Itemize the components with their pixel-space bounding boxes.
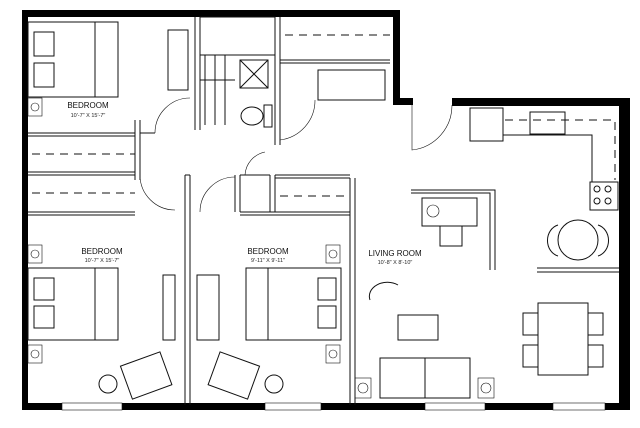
lamp-icon [426, 204, 440, 218]
bedroom-3: BEDROOM 9'-11" X 9'-11" [196, 244, 342, 400]
bed-icon [27, 21, 119, 98]
chair-icon [547, 224, 559, 257]
living-room: LIVING ROOM 10'-8" X 8'-10" [354, 189, 496, 399]
bedroom-2: BEDROOM 10'-7" X 15'-7" [27, 244, 176, 400]
bedroom-1: BEDROOM 10'-7" X 15'-7" [27, 21, 119, 119]
room-dimensions: 9'-11" X 9'-11" [251, 258, 285, 264]
lamp-icon [325, 244, 341, 364]
kitchen [469, 107, 619, 376]
armchair-icon [368, 281, 399, 301]
chair-icon [597, 224, 609, 257]
lamp-icon [354, 377, 495, 399]
bathroom-fixtures [167, 16, 276, 128]
interior-walls [28, 17, 390, 405]
lamp-icon [27, 244, 43, 364]
doors [139, 97, 453, 213]
room-name: LIVING ROOM [368, 249, 422, 258]
coffee-table-icon [397, 314, 439, 341]
windows [61, 402, 606, 411]
dresser-icon [162, 274, 176, 341]
armchair-icon [119, 351, 173, 400]
room-name: BEDROOM [81, 247, 123, 256]
plant-icon [98, 374, 118, 394]
refrigerator-icon [469, 107, 504, 142]
room-dimensions: 10'-7" X 15'-7" [85, 258, 120, 264]
plant-icon [264, 374, 284, 394]
armchair-icon [207, 351, 261, 400]
lamp-icon [27, 97, 43, 117]
room-dimensions: 10'-7" X 15'-7" [71, 113, 106, 119]
dresser-icon [196, 274, 220, 341]
desk-icon [411, 189, 496, 270]
dining-table-icon [537, 302, 589, 376]
bed-icon [27, 267, 119, 341]
sink-icon [529, 111, 566, 135]
room-dimensions: 10'-8" X 8'-10" [378, 260, 413, 266]
room-name: BEDROOM [247, 247, 289, 256]
sofa-icon [379, 357, 471, 399]
bed-icon [245, 267, 342, 341]
stove-icon [589, 181, 619, 211]
room-name: BEDROOM [67, 101, 109, 110]
exterior-walls [22, 10, 630, 410]
round-table-icon [557, 219, 599, 261]
